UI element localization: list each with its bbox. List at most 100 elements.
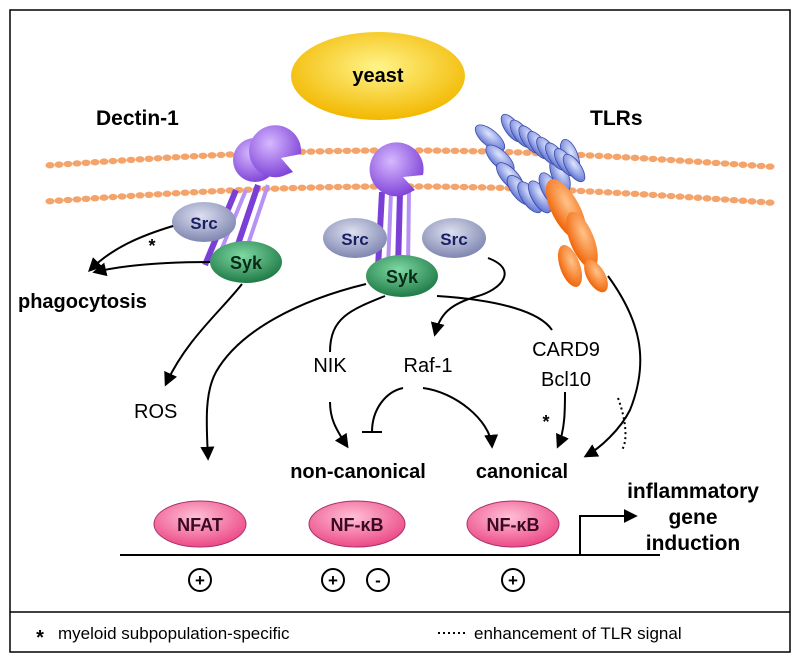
membrane-lipid bbox=[756, 162, 766, 170]
src-kinase-center-right: Src bbox=[422, 218, 486, 258]
membrane-lipid bbox=[468, 183, 478, 191]
membrane-lipid bbox=[648, 155, 658, 163]
membrane-lipid bbox=[495, 184, 505, 192]
membrane-lipid bbox=[576, 187, 586, 195]
membrane-lipid bbox=[603, 153, 613, 160]
membrane-lipid bbox=[432, 183, 442, 190]
membrane-lipid bbox=[522, 149, 532, 156]
membrane-lipid bbox=[108, 157, 118, 165]
membrane-lipid bbox=[639, 155, 649, 162]
membrane-lipid bbox=[693, 194, 703, 201]
dotted-enhancement bbox=[617, 397, 627, 451]
src-center-right-label: Src bbox=[440, 230, 467, 249]
tlr-receptor bbox=[474, 113, 608, 293]
tlr-tail-segment bbox=[584, 259, 608, 293]
inflammatory-label: inflammatory bbox=[627, 480, 759, 503]
membrane-lipid bbox=[630, 154, 640, 162]
arrow-src-raf1 bbox=[430, 257, 506, 337]
membrane-lipid bbox=[351, 147, 361, 154]
membrane-lipid bbox=[63, 196, 73, 204]
dectin1-receptor-center bbox=[369, 142, 424, 269]
membrane-lipid bbox=[63, 160, 73, 168]
membrane-lipid bbox=[621, 190, 631, 197]
membrane-lipid bbox=[585, 152, 595, 159]
membrane-lipid bbox=[414, 183, 424, 190]
membrane-lipid bbox=[207, 188, 217, 195]
membrane-lipid bbox=[126, 192, 136, 200]
membrane-lipid bbox=[423, 147, 433, 154]
membrane-lipid bbox=[198, 188, 208, 195]
sign-canonical-plus-text: + bbox=[508, 571, 518, 590]
membrane-lipid bbox=[432, 147, 442, 154]
arrow-syk-nik-line bbox=[329, 295, 386, 353]
membrane-lipid bbox=[477, 148, 487, 155]
nfat-label: NFAT bbox=[177, 515, 223, 535]
membrane-lipid bbox=[117, 193, 127, 200]
membrane-lipid bbox=[81, 159, 91, 167]
membrane-lipid bbox=[711, 195, 721, 203]
membrane-lipid bbox=[756, 198, 766, 206]
membrane-lipid bbox=[594, 188, 604, 196]
membrane-lipid bbox=[657, 156, 667, 163]
membrane-lipid bbox=[459, 183, 469, 191]
membrane-lipid bbox=[315, 148, 325, 155]
membrane-lipid bbox=[45, 198, 55, 205]
membrane-lipid bbox=[108, 193, 118, 201]
membrane-lipid bbox=[288, 184, 298, 192]
membrane-lipid bbox=[702, 159, 712, 166]
membrane-lipid bbox=[648, 191, 658, 199]
membrane-lipid bbox=[738, 161, 748, 168]
membrane-lipid bbox=[675, 193, 685, 200]
tlr-segment bbox=[474, 124, 506, 152]
membrane-lipid bbox=[144, 191, 154, 199]
membrane-lipid bbox=[180, 153, 190, 160]
membrane-lipid bbox=[450, 147, 460, 155]
membrane-lipid bbox=[513, 149, 523, 156]
syk-kinase-center: Syk bbox=[366, 255, 438, 297]
membrane-lipid bbox=[765, 163, 775, 170]
sign-nfat-plus-text: + bbox=[195, 571, 205, 590]
canonical-label: canonical bbox=[476, 461, 568, 483]
membrane-lipid bbox=[612, 153, 622, 161]
sign-noncanonical-plus: + bbox=[321, 568, 345, 592]
membrane-lipid bbox=[90, 159, 100, 166]
membrane-lipid bbox=[333, 183, 343, 191]
membrane-lipid bbox=[99, 158, 109, 165]
membrane-lipid bbox=[702, 195, 712, 202]
membrane-lipid bbox=[171, 154, 181, 161]
membrane-lipid bbox=[297, 184, 307, 191]
card9-label: CARD9 bbox=[532, 339, 600, 361]
membrane-lipid bbox=[189, 153, 199, 160]
membrane-lipid bbox=[342, 147, 352, 155]
src-kinase-center-left: Src bbox=[323, 218, 387, 258]
arrow-raf1-canonical bbox=[422, 387, 499, 449]
membrane-lipid bbox=[693, 158, 703, 165]
membrane-lipid bbox=[306, 184, 316, 191]
sign-nfat-plus: + bbox=[188, 568, 212, 592]
syk-left-label: Syk bbox=[230, 253, 263, 273]
inhibit-raf1-noncanonical bbox=[371, 387, 404, 433]
membrane-lipid bbox=[162, 190, 172, 197]
membrane-lipid bbox=[423, 183, 433, 190]
arrow-nik-noncanonical bbox=[329, 401, 349, 449]
membrane-lipid bbox=[603, 189, 613, 196]
membrane-lipid bbox=[324, 183, 334, 191]
tlrs-label: TLRs bbox=[590, 107, 643, 130]
membrane-lipid bbox=[90, 195, 100, 202]
membrane-lipid bbox=[207, 152, 217, 159]
membrane-lipid bbox=[639, 191, 649, 198]
membrane-lipid bbox=[477, 184, 487, 191]
membrane-lipid bbox=[729, 196, 739, 204]
membrane-lipid bbox=[459, 147, 469, 155]
membrane-lipid bbox=[135, 156, 145, 163]
membrane-lipid bbox=[486, 184, 496, 191]
membrane-lipid bbox=[99, 194, 109, 201]
membrane-lipid bbox=[684, 193, 694, 201]
membrane-lipid bbox=[135, 192, 145, 199]
membrane-lipid bbox=[306, 148, 316, 155]
membrane-lipid bbox=[468, 147, 478, 155]
membrane-lipid bbox=[54, 161, 64, 168]
membrane-lipid bbox=[333, 147, 343, 155]
phagocytosis-label: phagocytosis bbox=[18, 291, 147, 313]
